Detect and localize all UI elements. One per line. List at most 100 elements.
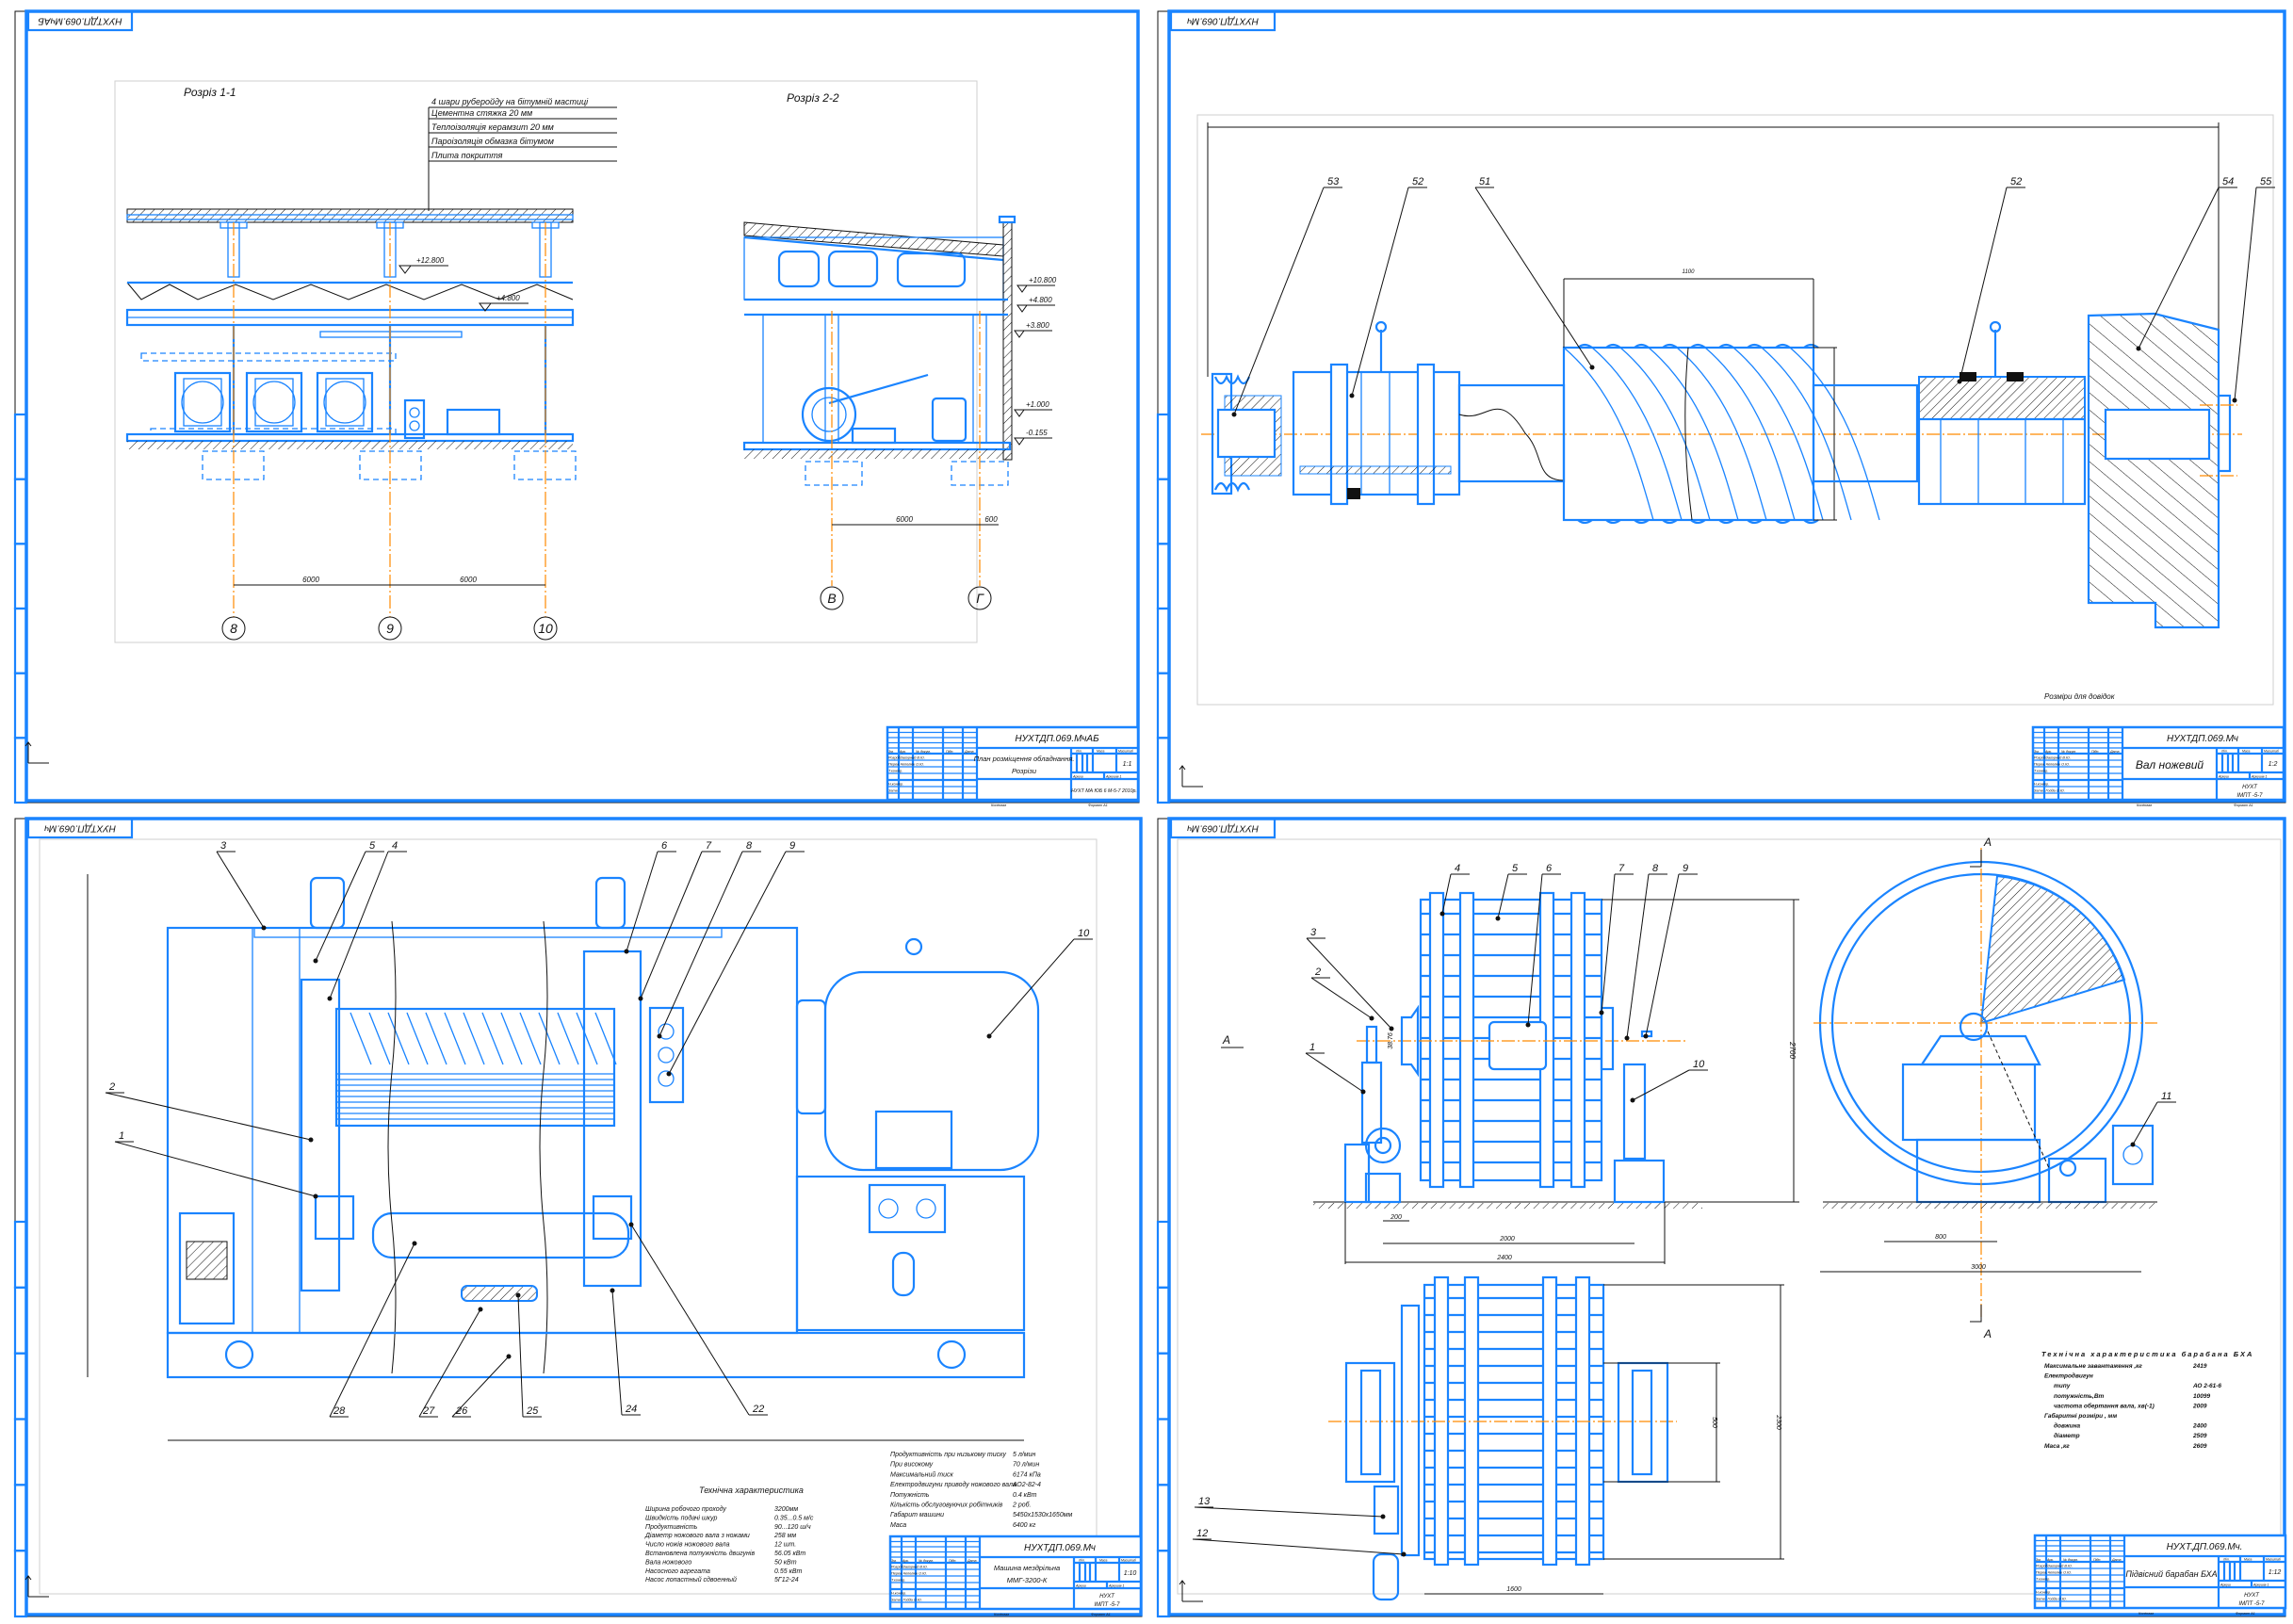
part-callout: 8 — [657, 840, 761, 1039]
part-callout: 25 — [515, 1292, 542, 1418]
column-header: Підп. — [949, 1559, 956, 1563]
spec-label: Максимальний тиск — [890, 1470, 953, 1478]
role-label: Розроб. — [888, 756, 902, 760]
callout-number: 3 — [220, 840, 227, 852]
organization-group: ІМПТ -5-7 — [2236, 793, 2263, 799]
spec-value: 2609 — [2192, 1443, 2207, 1450]
part-callout: 24 — [610, 1288, 641, 1416]
spec-label: типу — [2054, 1383, 2071, 1389]
callout-number: 10 — [1078, 928, 1090, 939]
column-header: Зм. — [891, 1559, 897, 1563]
dimension-3000: 3000 — [1971, 1264, 1986, 1271]
roof-slab — [126, 208, 574, 223]
spec-value: 0.4 кВт — [1013, 1492, 1037, 1499]
column-header: Дата — [964, 750, 973, 754]
sheet-label: Аркуш — [1072, 775, 1083, 779]
drum-width-dimension: 1100 — [1683, 269, 1696, 275]
column-header: Зм. — [2034, 750, 2040, 754]
knife-blade — [1676, 347, 1767, 521]
role-label: Розроб. — [2034, 756, 2047, 760]
organization: НУХТ — [2242, 785, 2258, 790]
lit-header: Літ. — [2222, 1558, 2230, 1562]
title-blocks: Зм.Арк.№ докум.Підп.ДатаРозроб.Загорний … — [886, 725, 2287, 1616]
spec-value: 50 кВт — [774, 1559, 797, 1566]
sheets-count-label: Аркушів 1 — [1108, 1584, 1125, 1588]
roof-layer-2: Цементна стяжка 20 мм — [431, 108, 532, 118]
part-callout: 10 — [1630, 1059, 1708, 1103]
callout-number: 8 — [746, 840, 753, 852]
role-label: Перев. — [2034, 763, 2045, 767]
role-label: Н.контр. — [2034, 783, 2049, 787]
column-header: Дата — [2109, 750, 2119, 754]
drawing-designation: НУХТДП.069.Мч — [2167, 734, 2238, 744]
knife-blade — [1619, 347, 1711, 521]
drawing-title: Підвісний барабан БХА — [2125, 1569, 2217, 1579]
floor — [125, 432, 575, 443]
roof-layer-1: 4 шари руберойду на бітумній мастиці — [431, 97, 589, 106]
section-marker-a: А — [1222, 1033, 1230, 1047]
part-callout: 52 — [1349, 176, 1427, 398]
scale-header: Масштаб — [2264, 750, 2279, 754]
callout-number: 52 — [2010, 176, 2022, 187]
part-callout: 27 — [418, 1307, 483, 1418]
knife-blade — [481, 1012, 504, 1065]
spec-value: 5 л/мин — [1013, 1452, 1035, 1458]
title-block: Зм.Арк.№ докум.Підп.ДатаРозроб.Загорний … — [2033, 1534, 2287, 1616]
spec-value: 0.35...0.5 м/с — [774, 1515, 814, 1521]
note-reference-dimensions: Розміри для довідок — [2044, 692, 2116, 701]
shaft — [1457, 383, 1566, 483]
spec-value: 12 шт. — [774, 1542, 796, 1549]
knife-blade — [538, 1012, 561, 1065]
section-2-2-drawing: Розріз 2-2 6000 600 +10.800 +4.800 — [742, 91, 1057, 610]
role-label: Затв. — [2034, 789, 2044, 793]
mass-header: Маса — [1099, 1559, 1107, 1563]
right-support — [1600, 1006, 1666, 1204]
spec-label: Діаметр ножового вала з ножами — [644, 1532, 750, 1539]
callout-number: 27 — [422, 1405, 435, 1417]
part-callout: 2 — [105, 1081, 314, 1143]
callout-number: 54 — [2222, 176, 2234, 187]
dimension-2400: 2400 — [1496, 1255, 1512, 1261]
column-header: Дата — [2111, 1558, 2121, 1562]
sheet-label: Аркуш — [2220, 1583, 2231, 1587]
code-stamp-sheet-3: НУХТДП.069.Мч — [26, 817, 134, 839]
part-callout: 13 — [1194, 1496, 1386, 1519]
part-callout: 7 — [638, 840, 721, 1001]
fleshing-machine-side — [801, 373, 968, 445]
callout-number: 1 — [119, 1130, 124, 1142]
drum-plan-view — [1423, 1275, 1605, 1567]
spec-label: Маса — [890, 1522, 906, 1529]
column-header: Підп. — [2093, 1558, 2101, 1562]
signer-name: Гойда О.Ю. — [903, 1599, 922, 1602]
lit-header: Літ. — [1078, 1559, 1085, 1563]
knife-blade — [1789, 347, 1880, 521]
part-callout: 2 — [1310, 966, 1374, 1021]
role-label: Затв. — [2036, 1598, 2046, 1601]
format-label: Формат A1 — [1091, 1613, 1111, 1616]
elevation-mark: +1.000 — [1026, 400, 1049, 409]
role-label: Т.контр. — [2034, 770, 2048, 773]
spec-value: 70 л/мин — [1013, 1462, 1039, 1469]
callout-number: 12 — [1196, 1528, 1208, 1539]
drawing-title: План розміщення обладнання. — [974, 755, 1075, 763]
callout-number: 26 — [455, 1405, 468, 1417]
code-stamp-text: НУХТДП.069.Мч — [1187, 15, 1259, 25]
signer-name: Гойда О.Ю. — [2048, 1598, 2067, 1601]
drawing-designation: НУХТДП.069.Мч — [1024, 1543, 1096, 1553]
drum-machines — [173, 371, 501, 440]
signer-name: Чепелюк О.Ю. — [903, 1572, 928, 1576]
lit-header: Літ. — [1075, 750, 1082, 754]
spec-value: 56.05 кВт — [774, 1551, 805, 1557]
knife-blade — [1563, 347, 1654, 521]
machine-base — [166, 1331, 1026, 1379]
elevation-mark: +3.800 — [1026, 321, 1049, 330]
section-2-2-label: Розріз 2-2 — [787, 91, 839, 105]
role-label: Розроб. — [2036, 1565, 2049, 1568]
callout-number: 2 — [1314, 966, 1321, 978]
spec-label: Продуктивність при низькому тиску — [890, 1451, 1006, 1458]
hanging-drum-drawing: 2700 38.76 200 2000 2400 А А А — [1192, 836, 2252, 1601]
